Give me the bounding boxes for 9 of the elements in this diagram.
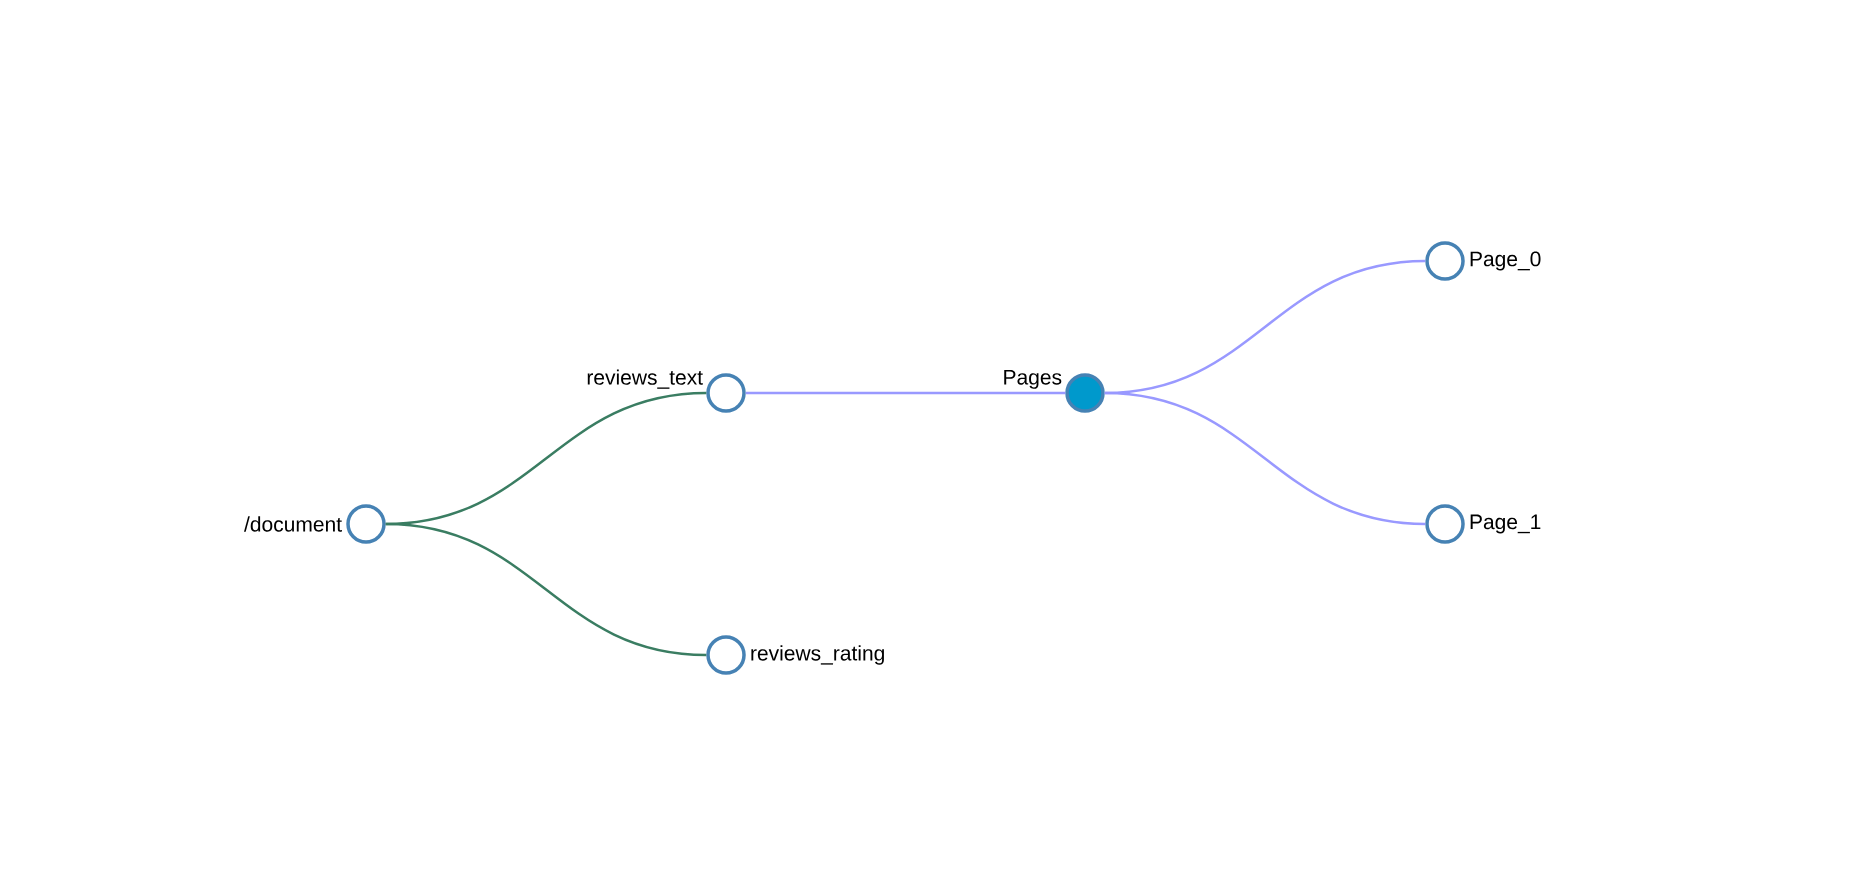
node-label: Page_1 <box>1470 514 1541 534</box>
connector-line <box>1104 391 1426 526</box>
connector-line <box>745 391 1066 395</box>
node-label: reviews_rating <box>751 645 884 665</box>
node-label: Pages <box>1004 370 1062 389</box>
connector-line <box>385 522 707 657</box>
node-label: Page_0 <box>1470 251 1541 271</box>
node-label: /document <box>244 516 342 532</box>
node-label: reviews_text <box>587 369 703 389</box>
